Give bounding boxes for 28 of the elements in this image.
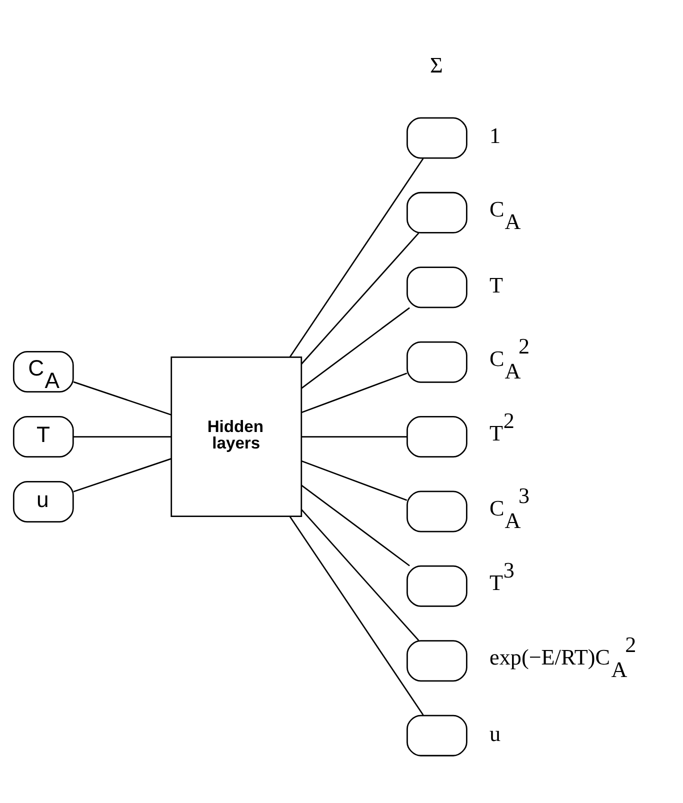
connector <box>74 436 172 438</box>
node-box <box>406 565 468 607</box>
node-box <box>406 266 468 308</box>
connector <box>289 158 424 358</box>
connector <box>301 307 410 389</box>
node-box <box>406 490 468 532</box>
node-box <box>406 192 468 234</box>
node-box <box>406 341 468 383</box>
connector <box>289 516 424 716</box>
node-box <box>406 117 468 159</box>
node-box: Hidden layers <box>170 356 302 517</box>
connector <box>73 381 172 416</box>
connector <box>301 460 408 501</box>
connector <box>73 458 172 492</box>
node-label: u <box>490 720 501 746</box>
node-label: 1 <box>490 123 501 148</box>
node-box <box>406 416 468 458</box>
connector <box>301 484 410 566</box>
connector <box>300 509 420 641</box>
label: Σ <box>430 52 443 78</box>
node-label: T <box>490 272 504 298</box>
node-box: u <box>12 481 74 523</box>
connector <box>300 232 420 364</box>
node-box <box>406 714 468 756</box>
node-box: T <box>12 416 74 458</box>
connector <box>301 372 408 414</box>
node-box <box>406 640 468 682</box>
connector <box>302 436 407 438</box>
